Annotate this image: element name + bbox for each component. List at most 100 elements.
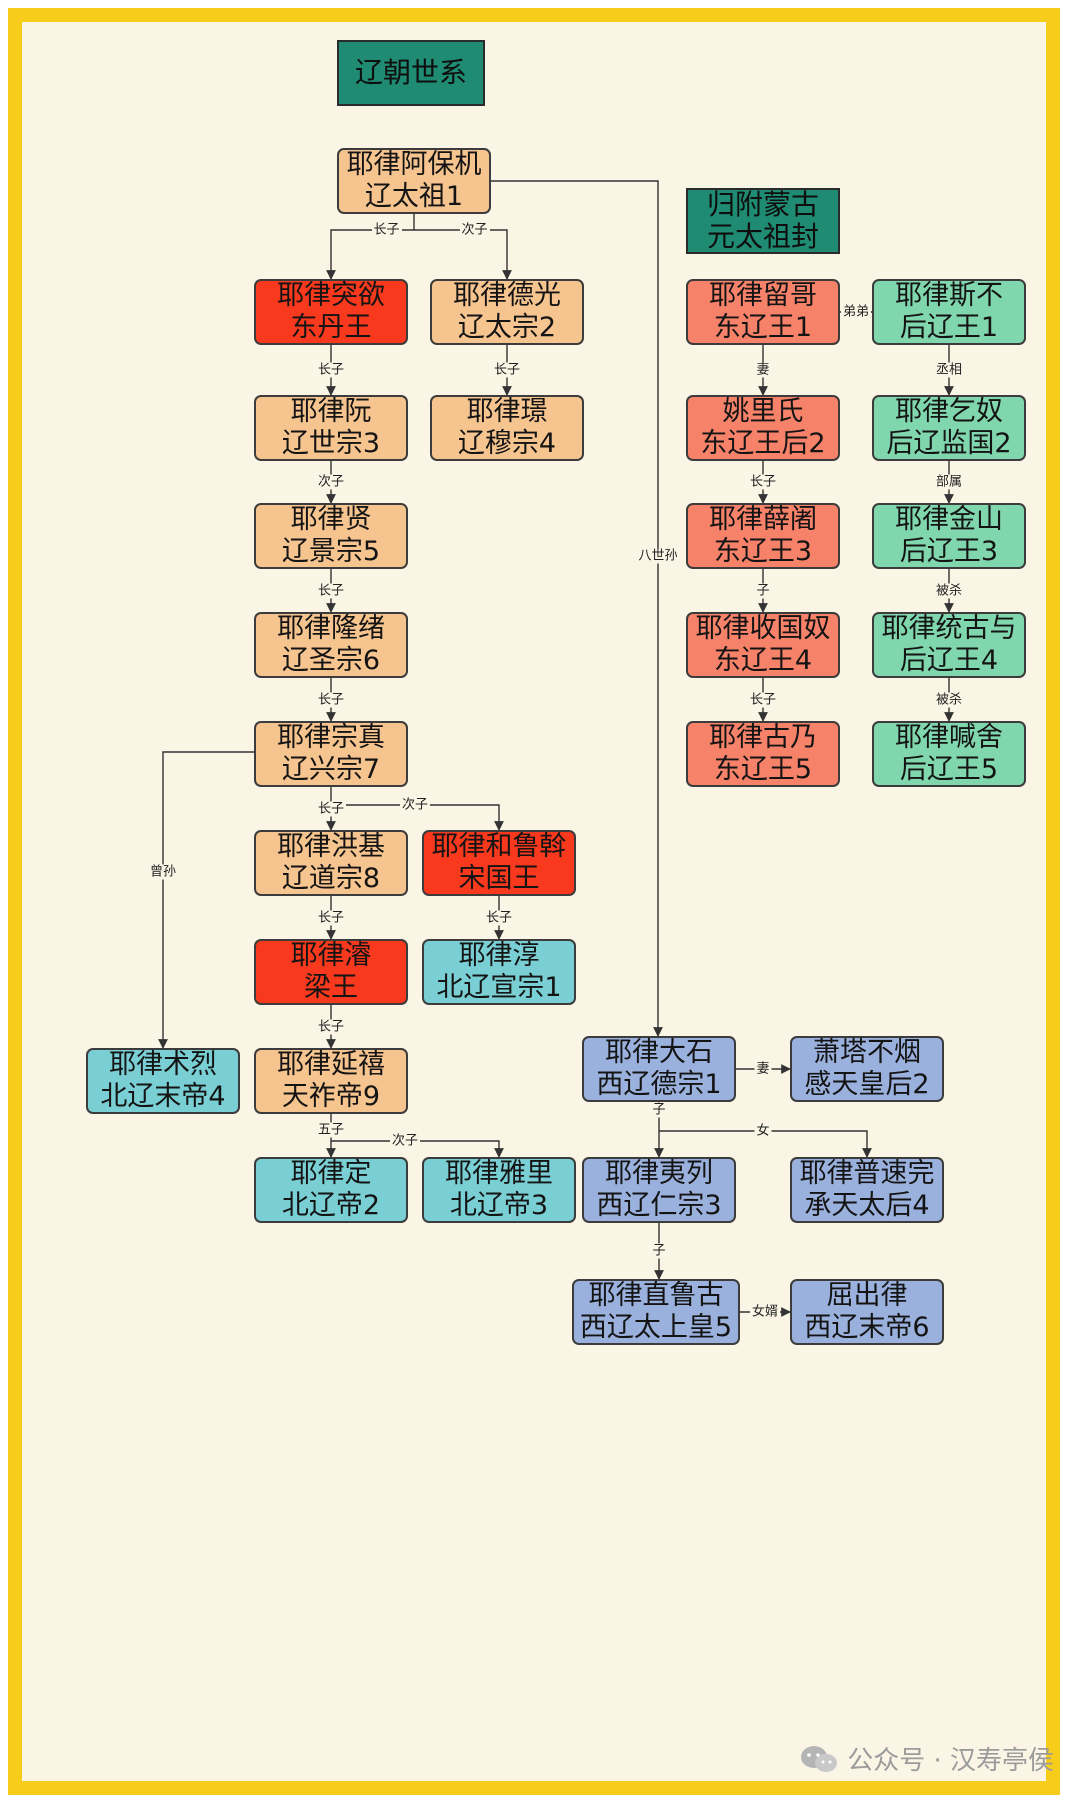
edge-zongzhen-to-heluwo <box>331 804 504 831</box>
person-name: 耶律留哥 <box>709 280 817 311</box>
edge-label: 次子 <box>399 797 431 813</box>
edge-label: 长子 <box>315 910 347 925</box>
person-node-sibu: 耶律斯不后辽王1 <box>872 279 1026 345</box>
edge-abaoji-to-deguang <box>414 229 512 280</box>
person-name: 耶律乞奴 <box>895 396 1003 427</box>
person-node-jun: 耶律濬梁王 <box>254 939 408 1005</box>
mongol-header-line-1: 归附蒙古 <box>706 188 819 221</box>
edge-label: 长子 <box>371 222 402 238</box>
person-name: 耶律金山 <box>895 504 1003 535</box>
person-node-tuyu: 耶律突欲东丹王 <box>254 279 408 345</box>
edge-label: 子 <box>650 1243 668 1259</box>
person-node-xuedu: 耶律薛阇东辽王3 <box>686 503 840 569</box>
person-title: 北辽帝3 <box>449 1190 549 1221</box>
person-node-zhilugu: 耶律直鲁古西辽太上皇5 <box>572 1279 740 1345</box>
person-name: 耶律大石 <box>605 1037 713 1068</box>
person-name: 耶律濬 <box>290 940 372 971</box>
person-title: 承天太后4 <box>804 1190 930 1221</box>
person-name: 耶律德光 <box>453 280 561 311</box>
edge-label: 长子 <box>315 1019 347 1034</box>
person-node-dashi: 耶律大石西辽德宗1 <box>582 1036 736 1102</box>
person-node-quchulu: 屈出律西辽末帝6 <box>790 1279 944 1345</box>
edge-label: 妻 <box>754 1061 772 1077</box>
edge-label: 长子 <box>315 801 347 816</box>
person-name: 耶律洪基 <box>277 831 385 862</box>
edge-label: 子 <box>650 1102 668 1118</box>
person-name: 耶律定 <box>290 1158 372 1189</box>
person-title: 北辽末帝4 <box>100 1081 226 1112</box>
person-name: 耶律夷列 <box>605 1158 713 1189</box>
person-node-liuge: 耶律留哥东辽王1 <box>686 279 840 345</box>
diagram-title: 辽朝世系 <box>337 40 485 106</box>
person-name: 萧塔不烟 <box>813 1037 921 1068</box>
person-title: 西辽末帝6 <box>804 1312 930 1343</box>
person-node-yilie: 耶律夷列西辽仁宗3 <box>582 1157 736 1223</box>
edge-label: 妻 <box>754 362 772 378</box>
edge-label: 长子 <box>315 583 347 598</box>
person-name: 耶律术烈 <box>109 1049 217 1080</box>
person-name: 耶律阮 <box>290 396 372 427</box>
person-node-yali: 耶律雅里北辽帝3 <box>422 1157 576 1223</box>
diagram-title-text: 辽朝世系 <box>354 56 467 89</box>
person-name: 耶律斯不 <box>895 280 1003 311</box>
person-title: 后辽王3 <box>899 536 999 567</box>
person-name: 耶律突欲 <box>277 280 385 311</box>
person-title: 北辽宣宗1 <box>436 972 562 1003</box>
watermark-text: 公众号 · 汉寿亭侯 <box>847 1746 1054 1776</box>
edge-label: 长子 <box>747 692 779 707</box>
edge-dashi-to-pusuwan <box>659 1130 872 1158</box>
person-title: 辽太宗2 <box>457 312 557 343</box>
edge-label: 女 <box>754 1123 772 1139</box>
person-node-tabuyan: 萧塔不烟感天皇后2 <box>790 1036 944 1102</box>
person-name: 耶律淳 <box>458 940 540 971</box>
person-title: 北辽帝2 <box>281 1190 381 1221</box>
person-node-pusuwan: 耶律普速完承天太后4 <box>790 1157 944 1223</box>
person-name: 耶律雅里 <box>445 1158 553 1189</box>
wechat-icon <box>801 1745 838 1772</box>
edge-label: 弟弟 <box>840 304 872 320</box>
person-name: 耶律统古与 <box>881 613 1017 644</box>
person-name: 耶律收国奴 <box>695 613 831 644</box>
person-node-heluwo: 耶律和鲁斡宋国王 <box>422 830 576 896</box>
edge-label: 女婿 <box>749 1304 781 1320</box>
edge-label: 被杀 <box>933 692 965 707</box>
person-name: 耶律直鲁古 <box>588 1280 724 1311</box>
person-title: 西辽德宗1 <box>596 1069 722 1100</box>
person-title: 梁王 <box>304 972 358 1003</box>
person-name: 耶律阿保机 <box>346 149 482 180</box>
person-node-jing: 耶律璟辽穆宗4 <box>430 395 584 461</box>
person-title: 后辽王1 <box>899 312 999 343</box>
edge-label: 次子 <box>389 1133 421 1149</box>
person-name: 耶律延禧 <box>277 1049 385 1080</box>
person-name: 耶律璟 <box>466 396 548 427</box>
person-node-ruan: 耶律阮辽世宗3 <box>254 395 408 461</box>
edge-label: 五子 <box>315 1122 347 1138</box>
person-name: 姚里氏 <box>722 396 804 427</box>
person-node-gunai: 耶律古乃东辽王5 <box>686 721 840 787</box>
edge-label: 次子 <box>459 222 490 238</box>
edge-zongzhen-to-shulie <box>158 751 254 1049</box>
person-title: 辽世宗3 <box>281 428 381 459</box>
edge-label: 长子 <box>315 692 347 707</box>
person-title: 辽太祖1 <box>364 181 464 212</box>
edge-label: 长子 <box>483 910 515 925</box>
person-name: 耶律隆绪 <box>277 613 385 644</box>
person-title: 辽兴宗7 <box>281 754 381 785</box>
person-node-longxu: 耶律隆绪辽圣宗6 <box>254 612 408 678</box>
person-title: 宋国王 <box>458 863 540 894</box>
edge-label: 长子 <box>491 362 523 378</box>
person-name: 耶律薛阇 <box>709 504 817 535</box>
person-title: 东丹王 <box>290 312 372 343</box>
person-title: 辽景宗5 <box>281 536 381 567</box>
person-node-shouguonu: 耶律收国奴东辽王4 <box>686 612 840 678</box>
person-node-xian: 耶律贤辽景宗5 <box>254 503 408 569</box>
person-title: 后辽王4 <box>899 645 999 676</box>
person-node-yanxi: 耶律延禧天祚帝9 <box>254 1048 408 1114</box>
person-title: 东辽王4 <box>713 645 813 676</box>
person-node-jinshan: 耶律金山后辽王3 <box>872 503 1026 569</box>
person-title: 东辽王3 <box>713 536 813 567</box>
edge-label: 曾孙 <box>147 864 179 880</box>
person-title: 东辽王后2 <box>700 428 826 459</box>
person-node-chun: 耶律淳北辽宣宗1 <box>422 939 576 1005</box>
